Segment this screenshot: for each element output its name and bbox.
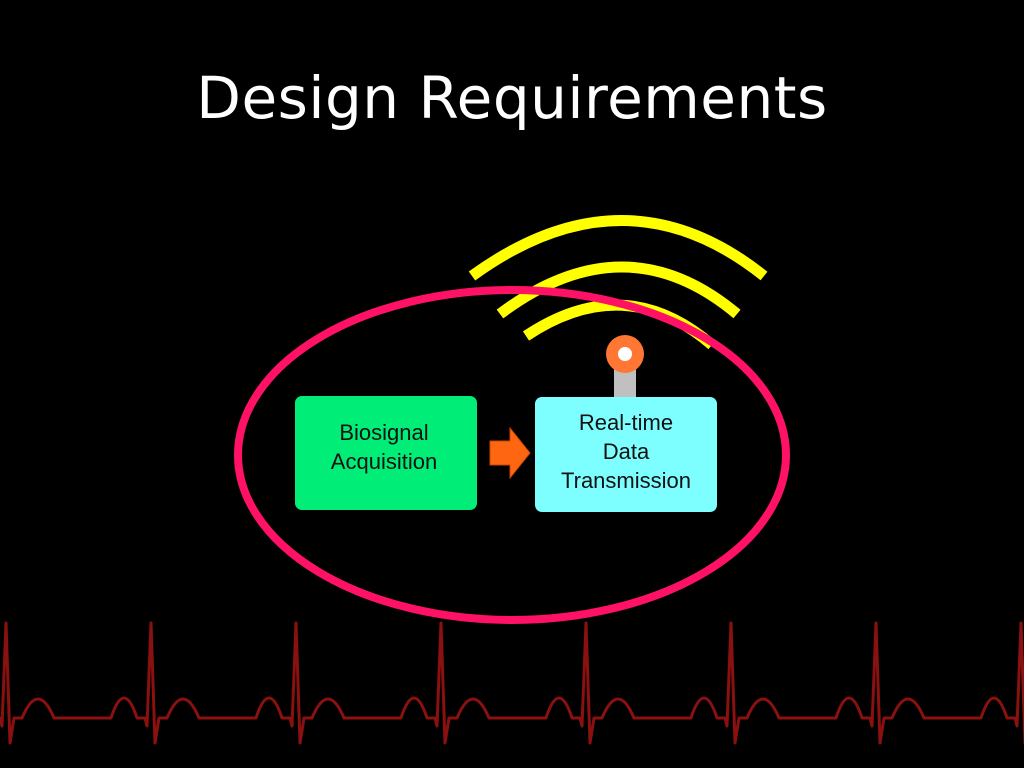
arrow-right-icon [489, 426, 531, 480]
acquisition-label: Biosignal Acquisition [330, 420, 438, 474]
wireless-wave-outer [468, 215, 768, 281]
antenna-tip-core [618, 347, 632, 361]
transmission-box [535, 397, 717, 512]
antenna-icon [606, 335, 644, 400]
highlight-ellipse [234, 286, 790, 624]
acquisition-box [295, 396, 477, 510]
slide-title: Design Requirements [196, 64, 828, 132]
ecg-trace [0, 621, 1024, 745]
transmission-label: Real-time Data Transmission [561, 410, 691, 493]
wireless-signal-icon [468, 215, 768, 350]
ecg-waveform [0, 621, 1024, 745]
